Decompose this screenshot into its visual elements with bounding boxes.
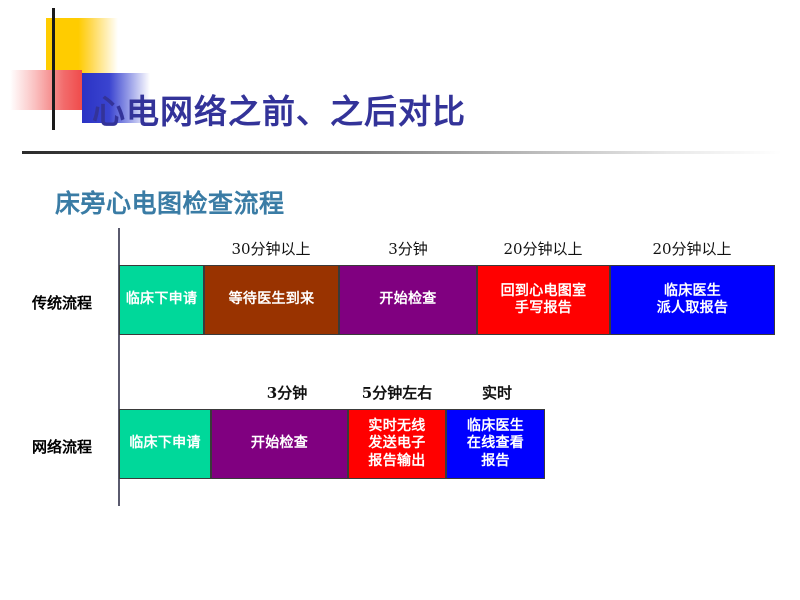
process-step-box[interactable]: 临床医生 派人取报告 bbox=[610, 265, 775, 335]
decorative-horizontal-rule bbox=[22, 151, 782, 154]
process-step-label: 临床医生 派人取报告 bbox=[656, 282, 729, 316]
process-step-box[interactable]: 开始检查 bbox=[211, 409, 348, 479]
duration-label: 实时 bbox=[481, 384, 512, 402]
process-step-box[interactable]: 等待医生到来 bbox=[204, 265, 339, 335]
duration-label: 20分钟以上 bbox=[652, 240, 732, 258]
decorative-vertical-line bbox=[52, 8, 55, 130]
page-subtitle: 床旁心电图检查流程 bbox=[55, 189, 285, 218]
chart-vertical-axis bbox=[118, 228, 120, 506]
red-square-icon bbox=[10, 70, 82, 110]
blue-square-icon bbox=[82, 73, 150, 123]
duration-label: 30分钟以上 bbox=[231, 240, 311, 258]
process-step-label: 等待医生到来 bbox=[228, 291, 315, 308]
process-step-label: 临床医生 在线查看 报告 bbox=[466, 418, 525, 469]
process-step-label: 实时无线 发送电子 报告输出 bbox=[368, 418, 426, 469]
decorative-logo bbox=[0, 0, 160, 130]
process-step-box[interactable]: 开始检查 bbox=[339, 265, 477, 335]
process-step-box[interactable]: 实时无线 发送电子 报告输出 bbox=[348, 409, 446, 479]
process-step-box[interactable]: 临床下申请 bbox=[119, 265, 204, 335]
duration-label: 3分钟 bbox=[388, 240, 428, 258]
page-title: 心电网络之前、之后对比 bbox=[92, 92, 466, 131]
process-step-box[interactable]: 回到心电图室 手写报告 bbox=[477, 265, 610, 335]
process-step-box[interactable]: 临床医生 在线查看 报告 bbox=[446, 409, 545, 479]
process-step-box[interactable]: 临床下申请 bbox=[119, 409, 211, 479]
duration-label: 5分钟左右 bbox=[361, 384, 433, 402]
row-label-row2: 网络流程 bbox=[32, 438, 93, 456]
row-label-row1: 传统流程 bbox=[32, 294, 93, 312]
duration-label: 3分钟 bbox=[266, 384, 308, 402]
process-step-label: 临床下申请 bbox=[125, 291, 198, 308]
process-step-label: 临床下申请 bbox=[129, 435, 201, 452]
process-step-label: 回到心电图室 手写报告 bbox=[500, 282, 587, 316]
process-step-label: 开始检查 bbox=[250, 435, 309, 452]
duration-label: 20分钟以上 bbox=[503, 240, 583, 258]
yellow-square-icon bbox=[46, 18, 118, 74]
process-step-label: 开始检查 bbox=[379, 291, 437, 308]
